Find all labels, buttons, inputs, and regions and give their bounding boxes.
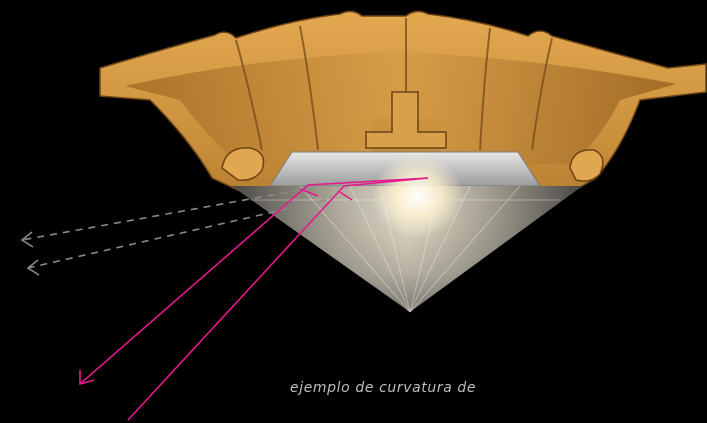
- caption-text: ejemplo de curvatura de: [290, 380, 476, 396]
- led-light-source: [372, 154, 464, 238]
